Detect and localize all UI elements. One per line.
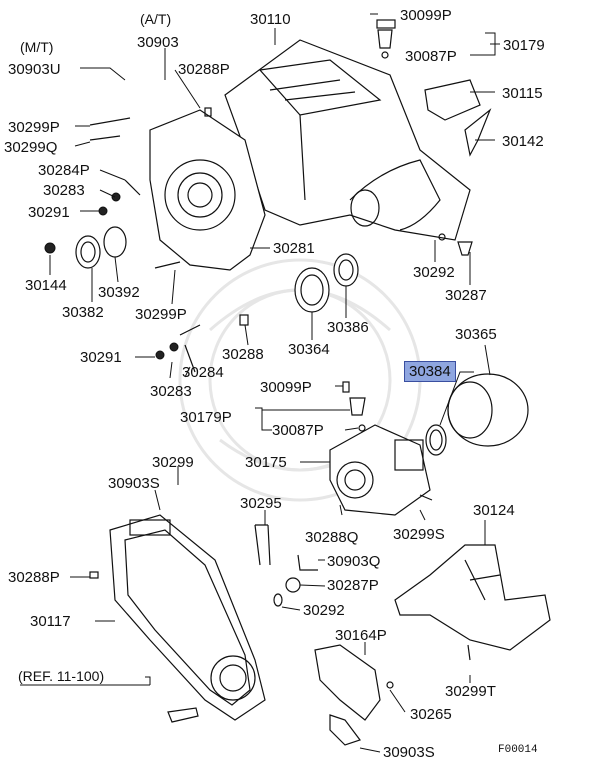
- label-30115: 30115: [502, 85, 543, 102]
- label-30291-top: 30291: [28, 204, 70, 221]
- label-30903U: 30903U: [8, 61, 61, 78]
- label-30281: 30281: [273, 240, 315, 257]
- label-30299Q: 30299Q: [4, 139, 58, 156]
- label-30175: 30175: [245, 454, 287, 471]
- label-30386: 30386: [327, 319, 369, 336]
- label-30287P: 30287P: [327, 577, 379, 594]
- label-30299T: 30299T: [445, 683, 496, 700]
- label-30392: 30392: [98, 284, 140, 301]
- label-at: (A/T): [140, 11, 172, 27]
- label-30382: 30382: [62, 304, 104, 321]
- label-30288P-bottom: 30288P: [8, 569, 60, 586]
- figure-id: F00014: [498, 744, 538, 756]
- bracket-30903S-bottom: [329, 714, 361, 746]
- label-30299P-top: 30299P: [8, 119, 60, 136]
- plate-30164P: [314, 644, 381, 721]
- pin-30295: [254, 524, 271, 566]
- bearings: [294, 233, 529, 456]
- label-ref-11-100: (REF. 11-100): [18, 668, 105, 684]
- plug-30288P: [89, 571, 99, 579]
- label-30903Q: 30903Q: [327, 553, 381, 570]
- label-30295: 30295: [240, 495, 282, 512]
- label-30110: 30110: [250, 11, 291, 28]
- label-30283-mid: 30283: [150, 383, 192, 400]
- label-30179: 30179: [503, 37, 545, 54]
- transfer-case: [329, 381, 433, 516]
- bracket-30903Q: [297, 554, 318, 571]
- label-30087P-top: 30087P: [405, 48, 457, 65]
- label-30087P-mid: 30087P: [272, 422, 324, 439]
- label-30292-bottom: 30292: [303, 602, 345, 619]
- label-30284: 30284: [182, 364, 224, 381]
- label-30284P: 30284P: [38, 162, 90, 179]
- label-30287: 30287: [445, 287, 487, 304]
- left-seals: [44, 226, 127, 269]
- label-30283-top: 30283: [43, 182, 85, 199]
- label-30903-top: 30903: [137, 34, 179, 51]
- label-30364: 30364: [288, 341, 330, 358]
- label-30299P-mid: 30299P: [135, 306, 187, 323]
- bell-housing: [149, 109, 266, 271]
- label-30179P: 30179P: [180, 409, 232, 426]
- label-30903S-top: 30903S: [108, 475, 160, 492]
- mount-bracket-30124: [394, 544, 551, 651]
- label-30164P: 30164P: [335, 627, 387, 644]
- label-30299: 30299: [152, 454, 194, 471]
- plug-30287P: [285, 577, 301, 593]
- cover-plate: [424, 79, 481, 121]
- label-30142: 30142: [502, 133, 544, 150]
- label-30265: 30265: [410, 706, 452, 723]
- label-30903S-bottom: 30903S: [383, 744, 435, 761]
- label-30099P-top: 30099P: [400, 7, 452, 24]
- label-30124: 30124: [473, 502, 515, 519]
- label-30099P-mid: 30099P: [260, 379, 312, 396]
- label-30288P-top: 30288P: [178, 61, 230, 78]
- label-30365: 30365: [455, 326, 497, 343]
- ref-pin: [167, 707, 199, 723]
- leader-lines: [20, 13, 500, 753]
- label-30299S: 30299S: [393, 526, 445, 543]
- oring-30292: [273, 593, 283, 607]
- label-30291-mid: 30291: [80, 349, 122, 366]
- label-30292-top: 30292: [413, 264, 455, 281]
- label-30144: 30144: [25, 277, 67, 294]
- label-mt: (M/T): [20, 39, 54, 55]
- label-30117: 30117: [30, 613, 71, 630]
- transfer-cover: [109, 514, 266, 721]
- label-30384-highlighted[interactable]: 30384: [404, 361, 456, 382]
- label-30288: 30288: [222, 346, 264, 363]
- clip: [464, 108, 492, 157]
- label-30288Q: 30288Q: [305, 529, 359, 546]
- speed-sensor-top: [376, 19, 396, 59]
